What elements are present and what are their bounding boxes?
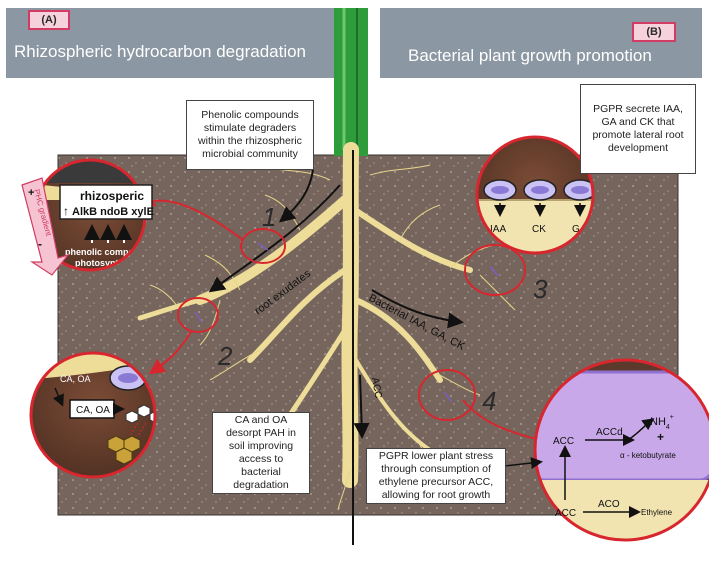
circle3-label-ck: CK xyxy=(532,224,546,235)
panel-b-header xyxy=(380,8,702,78)
circle4-acc-bottom: ACC xyxy=(555,508,576,519)
gene-box-line1: rhizosperic xyxy=(80,189,144,203)
phc-plus: + xyxy=(28,187,34,199)
phc-gradient-arrow xyxy=(21,177,70,276)
panel-a-title: Rhizospheric hydrocarbon degradation xyxy=(14,42,307,61)
panel-divider xyxy=(352,150,354,545)
gene-box xyxy=(59,184,153,220)
acc-arrow-label: ACC xyxy=(369,377,384,400)
panel-a-tag: (A) xyxy=(28,10,70,30)
plant-stem xyxy=(334,8,368,156)
header-divider xyxy=(352,0,354,150)
note-pgpr: PGPR secrete IAA, GA and CK that promote… xyxy=(580,84,696,174)
number-4: 4 xyxy=(482,386,496,416)
circle1-caption-2: photosynthates xyxy=(75,258,142,268)
circle2-label-box: CA, OA xyxy=(76,405,110,416)
bacterial-hormones-arrow xyxy=(371,289,464,329)
circle3-label-iaa: IAA xyxy=(490,224,506,235)
up-arrow-glyph: ↑ xyxy=(63,204,69,218)
circle3-label-ga: GA xyxy=(572,224,587,235)
note-acc: PGPR lower plant stress through consumpt… xyxy=(366,448,506,504)
number-1: 1 xyxy=(262,202,276,232)
acc-arrow xyxy=(353,374,370,439)
gene-box-line2: AlkB ndoB xylE xyxy=(72,206,154,218)
circle4-acc-top: ACC xyxy=(553,436,574,447)
number-2: 2 xyxy=(217,341,233,371)
circle2-label-top: CA, OA xyxy=(60,374,91,384)
circle4-plus: + xyxy=(657,430,664,444)
circle4-nh4: NH4+ xyxy=(650,414,674,431)
zoom-circles-small xyxy=(177,228,526,421)
circle4-ketobutyrate: α - ketobutyrate xyxy=(620,451,676,460)
note-phenolic: Phenolic compounds stimulate degraders w… xyxy=(186,100,314,170)
circle4-ethylene: Ethylene xyxy=(641,508,673,517)
panel-b-title: Bacterial plant growth promotion xyxy=(408,46,652,65)
note-ca-oa: CA and OA desorpt PAH in soil improving … xyxy=(212,412,310,494)
root-system xyxy=(137,142,473,488)
circle4-accd: ACCd xyxy=(596,427,623,438)
panel-b-tag: (B) xyxy=(632,22,676,42)
circle1-caption-1: phenolic compounds xyxy=(65,247,156,257)
phc-minus: - xyxy=(38,237,42,251)
root-exudates-arrow xyxy=(208,184,341,293)
tiny-bacteria xyxy=(194,242,499,403)
number-3: 3 xyxy=(533,274,548,304)
circle4-aco: ACO xyxy=(598,499,620,510)
